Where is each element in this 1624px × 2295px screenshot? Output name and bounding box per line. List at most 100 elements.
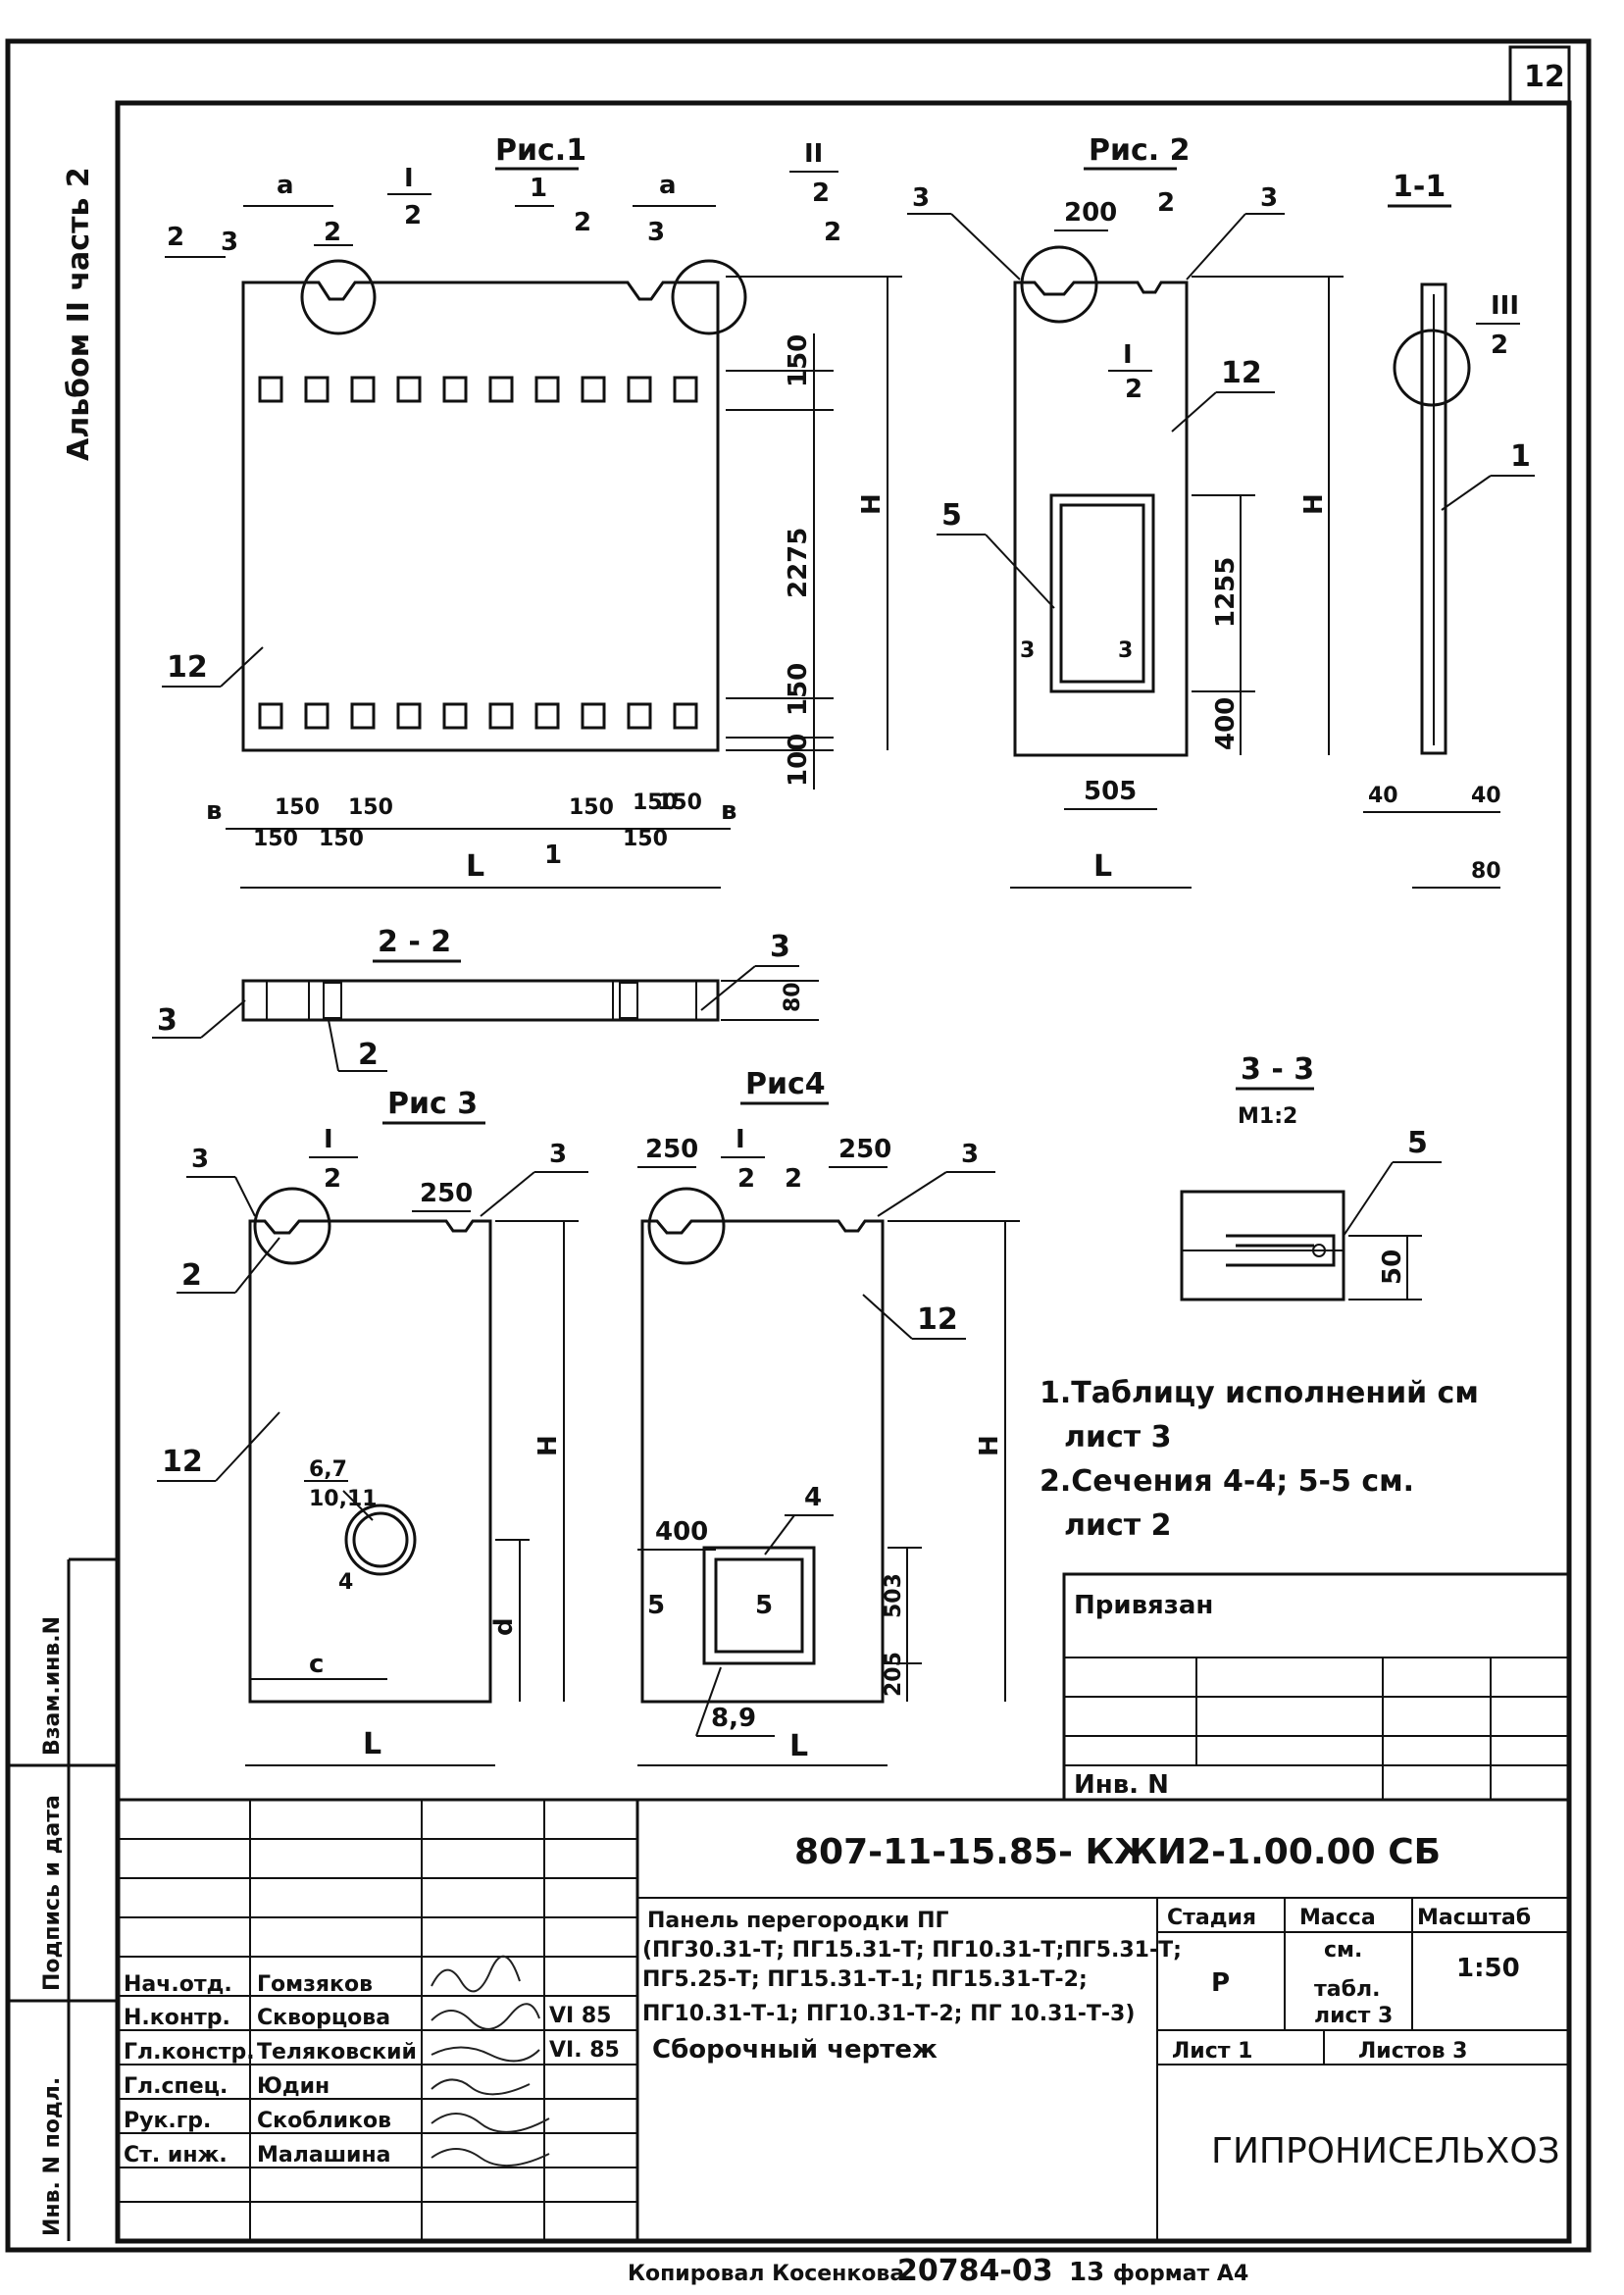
- svg-text:5: 5: [755, 1591, 773, 1620]
- svg-text:2: 2: [737, 1164, 755, 1194]
- svg-text:Гл.спец.: Гл.спец.: [124, 2074, 228, 2099]
- svg-text:I: I: [1123, 340, 1133, 370]
- svg-text:2: 2: [324, 1164, 341, 1194]
- svg-text:2: 2: [1491, 331, 1508, 360]
- svg-text:3: 3: [549, 1140, 567, 1169]
- svg-text:80: 80: [781, 982, 805, 1012]
- role-row: Ст. инж. Малашина: [124, 2143, 391, 2168]
- role-row: Н.контр. Скворцова VI 85: [124, 2004, 612, 2030]
- svg-text:2: 2: [358, 1038, 379, 1072]
- designation: 807-11-15.85- КЖИ2-1.00.00 СБ: [794, 1832, 1441, 1872]
- svg-text:150: 150: [319, 827, 364, 851]
- svg-text:80: 80: [1471, 859, 1501, 884]
- svg-text:150: 150: [623, 827, 668, 851]
- svg-text:1:50: 1:50: [1456, 1954, 1520, 1983]
- svg-text:лист 3: лист 3: [1314, 2004, 1393, 2028]
- svg-text:в: в: [721, 796, 736, 826]
- organization: ГИПРОНИСЕЛЬХОЗ: [1211, 2131, 1560, 2171]
- svg-text:Н.контр.: Н.контр.: [124, 2006, 230, 2030]
- svg-text:5: 5: [647, 1591, 665, 1620]
- svg-text:L: L: [1093, 849, 1112, 884]
- svg-text:12: 12: [1221, 356, 1262, 390]
- svg-text:Лист 1: Лист 1: [1172, 2039, 1252, 2064]
- svg-text:3: 3: [912, 183, 930, 213]
- svg-text:Ст. инж.: Ст. инж.: [124, 2143, 228, 2168]
- svg-text:a: a: [659, 171, 677, 200]
- side-label-inv: Инв. N подл.: [40, 2077, 65, 2236]
- svg-text:1: 1: [1510, 439, 1531, 474]
- section-1-1: 1-1 III 2 1 40 40 80: [1363, 170, 1535, 889]
- svg-text:c: c: [309, 1650, 324, 1679]
- svg-text:3: 3: [157, 1003, 178, 1038]
- role-row: Рук.гр. Скобликов: [124, 2109, 391, 2133]
- svg-text:d: d: [489, 1617, 519, 1636]
- fig1-title: Рис.1: [495, 133, 586, 168]
- svg-text:H: H: [1299, 493, 1329, 515]
- svg-text:VI 85: VI 85: [549, 2004, 612, 2028]
- svg-text:3: 3: [770, 930, 790, 964]
- svg-text:L: L: [363, 1727, 381, 1761]
- svg-text:250: 250: [645, 1135, 698, 1164]
- fig1-holes-top: [258, 376, 698, 403]
- svg-text:5: 5: [1407, 1126, 1428, 1160]
- svg-text:205: 205: [882, 1652, 906, 1697]
- svg-text:I: I: [736, 1125, 745, 1154]
- svg-text:см.: см.: [1324, 1938, 1362, 1963]
- section-2-2: 2 - 2 3 3 2 80: [152, 925, 819, 1072]
- section-3-3: 3 - 3 М1:2 5 50: [1180, 1052, 1442, 1301]
- role-row: Гл.констр. Теляковский VI. 85: [124, 2038, 620, 2065]
- figure-3: Рис 3 I 2 250 3 3 2 12 6,7 10,11 4 c H: [157, 1087, 588, 1766]
- svg-text:ПГ10.31-Т-1; ПГ10.31-Т-2; ПГ 1: ПГ10.31-Т-1; ПГ10.31-Т-2; ПГ 10.31-Т-3): [642, 2002, 1135, 2026]
- svg-text:VI. 85: VI. 85: [549, 2038, 620, 2063]
- svg-text:3: 3: [647, 218, 665, 247]
- svg-text:табл.: табл.: [1314, 1977, 1380, 2002]
- svg-text:3: 3: [1118, 638, 1133, 663]
- svg-text:2: 2: [824, 218, 841, 247]
- figure-1: Рис.1 150 2275 150 100 H: [162, 133, 902, 889]
- svg-text:3: 3: [961, 1140, 979, 1169]
- svg-text:Панель перегородки ПГ: Панель перегородки ПГ: [647, 1909, 949, 1933]
- svg-text:3 - 3: 3 - 3: [1241, 1052, 1314, 1087]
- sheet-number-box: [1508, 45, 1571, 105]
- svg-text:1-1: 1-1: [1393, 170, 1446, 204]
- role-row: Гл.спец. Юдин: [124, 2074, 330, 2099]
- svg-text:50: 50: [1378, 1250, 1407, 1285]
- svg-text:40: 40: [1368, 784, 1398, 808]
- svg-text:20784-03: 20784-03: [897, 2254, 1053, 2288]
- svg-text:Гомзяков: Гомзяков: [257, 1972, 373, 1997]
- svg-text:150: 150: [253, 827, 298, 851]
- svg-text:Гл.констр.: Гл.констр.: [124, 2040, 255, 2065]
- svg-text:400: 400: [655, 1517, 708, 1547]
- svg-text:L: L: [466, 849, 484, 884]
- svg-text:4: 4: [804, 1483, 822, 1512]
- svg-text:250: 250: [420, 1179, 473, 1208]
- side-label-vzam: Взам.инв.N: [40, 1616, 65, 1756]
- sheet-number: 12: [1524, 60, 1565, 94]
- notes: 1.Таблицу исполнений см лист 3 2.Сечения…: [1040, 1376, 1479, 1543]
- svg-text:12: 12: [162, 1445, 203, 1479]
- svg-text:Копировал Косенкова: Копировал Косенкова: [628, 2262, 904, 2286]
- svg-text:8,9: 8,9: [711, 1704, 756, 1733]
- svg-text:2: 2: [1157, 188, 1175, 218]
- svg-text:40: 40: [1471, 784, 1501, 808]
- svg-text:6,7: 6,7: [309, 1457, 347, 1482]
- signatures: [431, 1955, 550, 2168]
- svg-text:Сборочный чертеж: Сборочный чертеж: [652, 2035, 938, 2065]
- svg-text:150: 150: [784, 334, 813, 387]
- svg-text:2 - 2: 2 - 2: [378, 925, 451, 959]
- svg-text:1255: 1255: [1211, 557, 1241, 628]
- side-title: Альбом II часть 2: [62, 167, 96, 461]
- svg-text:Стадия: Стадия: [1167, 1906, 1256, 1930]
- svg-text:1.Таблицу исполнений см: 1.Таблицу исполнений см: [1040, 1376, 1479, 1410]
- svg-text:Привязан: Привязан: [1074, 1591, 1213, 1620]
- side-label-podpis: Подпись и дата: [40, 1795, 65, 1991]
- svg-text:Юдин: Юдин: [257, 2074, 330, 2099]
- svg-text:150: 150: [633, 790, 678, 815]
- svg-text:(ПГ30.31-Т; ПГ15.31-Т; ПГ10.31: (ПГ30.31-Т; ПГ15.31-Т; ПГ10.31-Т;ПГ5.31-…: [642, 1938, 1182, 1963]
- svg-text:Инв. N: Инв. N: [1074, 1770, 1169, 1800]
- svg-text:3: 3: [1020, 638, 1035, 663]
- svg-text:Скворцова: Скворцова: [257, 2006, 390, 2030]
- svg-text:2275: 2275: [784, 528, 813, 598]
- svg-text:150: 150: [657, 790, 702, 815]
